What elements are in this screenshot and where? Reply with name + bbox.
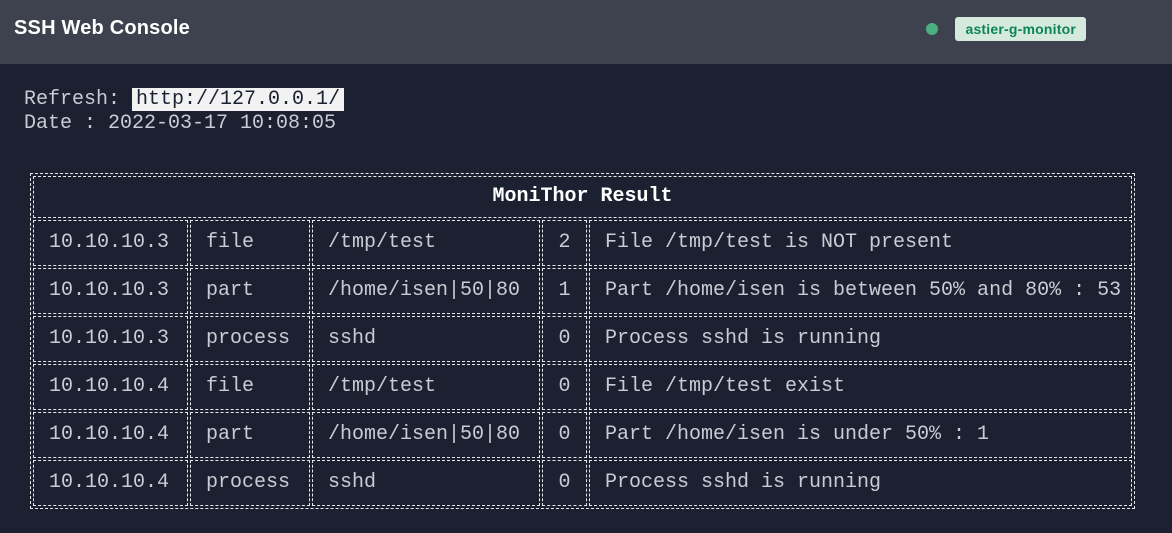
cell-check-type: file xyxy=(190,220,310,266)
cell-status-code: 0 xyxy=(542,412,587,458)
cell-target: /home/isen|50|80 xyxy=(312,268,540,314)
cell-status-code: 0 xyxy=(542,460,587,506)
cell-message: Process sshd is running xyxy=(589,460,1132,506)
cell-status-code: 0 xyxy=(542,316,587,362)
refresh-label: Refresh: xyxy=(24,88,133,111)
table-row: 10.10.10.4 file /tmp/test 0 File /tmp/te… xyxy=(33,364,1132,410)
cell-check-type: process xyxy=(190,316,310,362)
table-row: 10.10.10.4 process sshd 0 Process sshd i… xyxy=(33,460,1132,506)
table-title: MoniThor Result xyxy=(33,176,1132,218)
cell-host: 10.10.10.4 xyxy=(33,364,188,410)
date-line: Date : 2022-03-17 10:08:05 xyxy=(24,112,337,135)
header-bar: SSH Web Console astier-g-monitor xyxy=(0,0,1172,64)
cell-host: 10.10.10.4 xyxy=(33,412,188,458)
cell-message: Part /home/isen is under 50% : 1 xyxy=(589,412,1132,458)
console-output: Refresh: http://127.0.0.1/ Date : 2022-0… xyxy=(0,64,1172,509)
cell-status-code: 0 xyxy=(542,364,587,410)
page-title: SSH Web Console xyxy=(14,17,190,39)
cell-message: File /tmp/test is NOT present xyxy=(589,220,1132,266)
cell-target: /home/isen|50|80 xyxy=(312,412,540,458)
cell-host: 10.10.10.3 xyxy=(33,316,188,362)
cell-check-type: part xyxy=(190,412,310,458)
cell-target: sshd xyxy=(312,460,540,506)
hostname-badge: astier-g-monitor xyxy=(955,16,1086,41)
refresh-link[interactable]: http://127.0.0.1/ xyxy=(132,88,345,111)
cell-target: /tmp/test xyxy=(312,220,540,266)
cell-check-type: process xyxy=(190,460,310,506)
cell-host: 10.10.10.3 xyxy=(33,268,188,314)
cell-check-type: file xyxy=(190,364,310,410)
table-row: 10.10.10.3 file /tmp/test 2 File /tmp/te… xyxy=(33,220,1132,266)
cell-check-type: part xyxy=(190,268,310,314)
cell-target: /tmp/test xyxy=(312,364,540,410)
cell-host: 10.10.10.4 xyxy=(33,460,188,506)
cell-status-code: 2 xyxy=(542,220,587,266)
cell-target: sshd xyxy=(312,316,540,362)
online-status-dot-icon xyxy=(926,22,939,35)
table-row: 10.10.10.4 part /home/isen|50|80 0 Part … xyxy=(33,412,1132,458)
cell-message: Part /home/isen is between 50% and 80% :… xyxy=(589,268,1132,314)
monithor-result-table: MoniThor Result 10.10.10.3 file /tmp/tes… xyxy=(30,173,1135,509)
table-row: 10.10.10.3 process sshd 0 Process sshd i… xyxy=(33,316,1132,362)
table-row: 10.10.10.3 part /home/isen|50|80 1 Part … xyxy=(33,268,1132,314)
cell-status-code: 1 xyxy=(542,268,587,314)
cell-message: File /tmp/test exist xyxy=(589,364,1132,410)
cell-message: Process sshd is running xyxy=(589,316,1132,362)
refresh-line: Refresh: http://127.0.0.1/ xyxy=(24,88,1172,112)
table-title-row: MoniThor Result xyxy=(33,176,1132,218)
cell-host: 10.10.10.3 xyxy=(33,220,188,266)
status-group: astier-g-monitor xyxy=(926,16,1086,41)
